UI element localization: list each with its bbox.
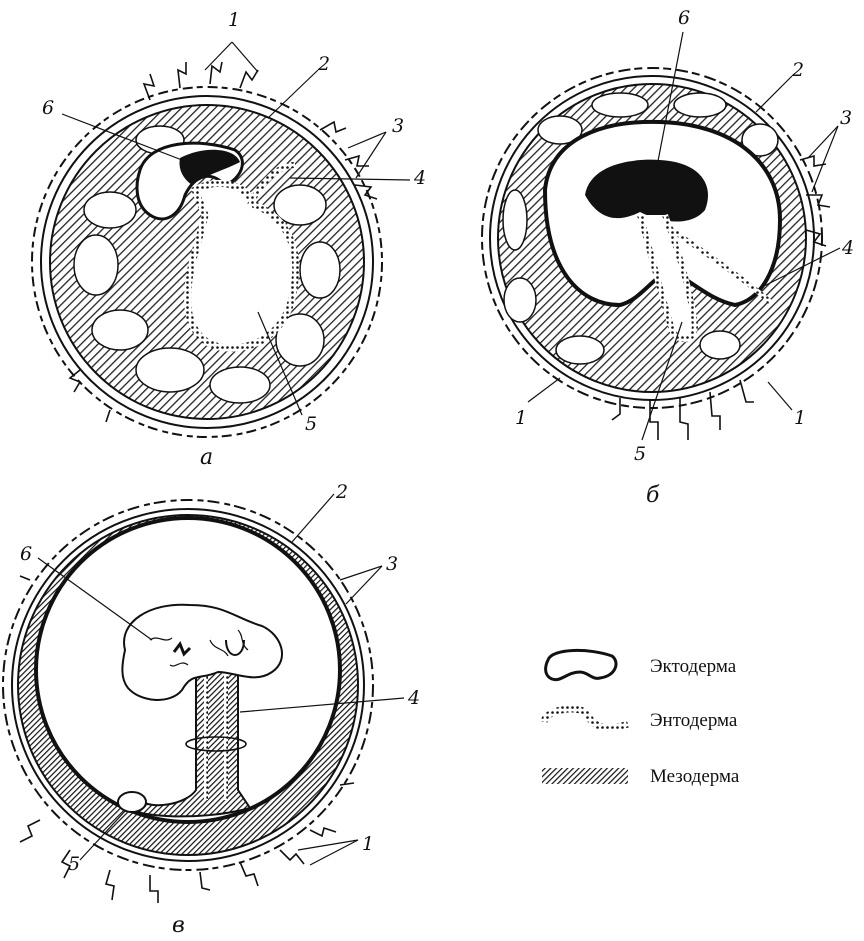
label-c-6: 6: [20, 543, 32, 565]
caption-c: в: [172, 913, 185, 938]
label-c-4: 4: [407, 687, 420, 709]
legend: Эктодерма Энтодерма Мезодерма: [542, 650, 740, 787]
label-b-1-left: 1: [515, 407, 527, 429]
yolk-sac-c: [118, 792, 146, 812]
caption-b: б: [646, 483, 660, 508]
caption-a: а: [200, 445, 213, 470]
label-b-3: 3: [840, 107, 852, 129]
label-b-1-right: 1: [794, 407, 806, 429]
legend-endoderm-label: Энтодерма: [650, 710, 738, 731]
legend-ectoderm-swatch: [546, 650, 616, 679]
label-a-5: 5: [305, 413, 317, 435]
label-a-1: 1: [228, 9, 240, 31]
panel-b: 1 1 2 3 4 5 6 б: [482, 7, 854, 508]
label-c-2: 2: [335, 481, 348, 503]
label-c-3: 3: [386, 553, 398, 575]
label-a-6: 6: [42, 97, 54, 119]
label-b-5: 5: [634, 443, 646, 465]
label-a-4: 4: [413, 167, 426, 189]
label-b-6: 6: [678, 7, 690, 29]
label-b-2: 2: [791, 59, 804, 81]
label-b-4: 4: [841, 237, 854, 259]
legend-ectoderm-label: Эктодерма: [650, 656, 737, 677]
legend-mesoderm-label: Мезодерма: [650, 766, 740, 787]
panel-c: 1 2 3 4 5 6 в: [3, 481, 420, 938]
label-c-1: 1: [362, 833, 374, 855]
label-a-3: 3: [392, 115, 404, 137]
legend-mesoderm-swatch: [542, 768, 628, 784]
label-a-2: 2: [317, 53, 330, 75]
panel-a: 1 2 3 4 5 6 а: [32, 9, 426, 470]
label-c-5: 5: [68, 853, 80, 875]
legend-endoderm-swatch: [544, 709, 628, 728]
